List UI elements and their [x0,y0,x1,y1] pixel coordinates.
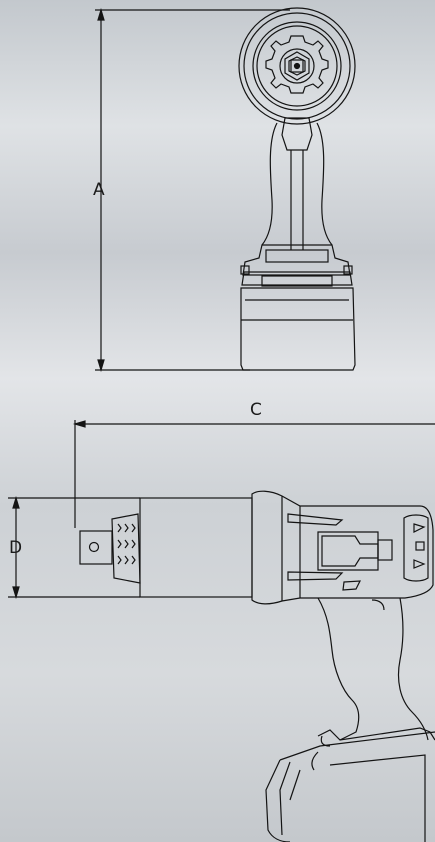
dimension-c-lines [72,420,435,528]
dimension-label-d: D [9,538,23,558]
tool-head [238,7,356,125]
top-view [95,7,356,373]
side-view [8,420,435,842]
battery-top-view [240,244,356,371]
tool-handle [261,117,333,250]
dimension-a-lines [95,7,290,373]
dimension-label-c: C [250,400,262,420]
square-drive-anvil [79,530,113,565]
grip [317,597,429,741]
motor-body [251,490,434,605]
dimension-d-lines [8,495,140,600]
dimension-label-a: A [93,180,105,200]
